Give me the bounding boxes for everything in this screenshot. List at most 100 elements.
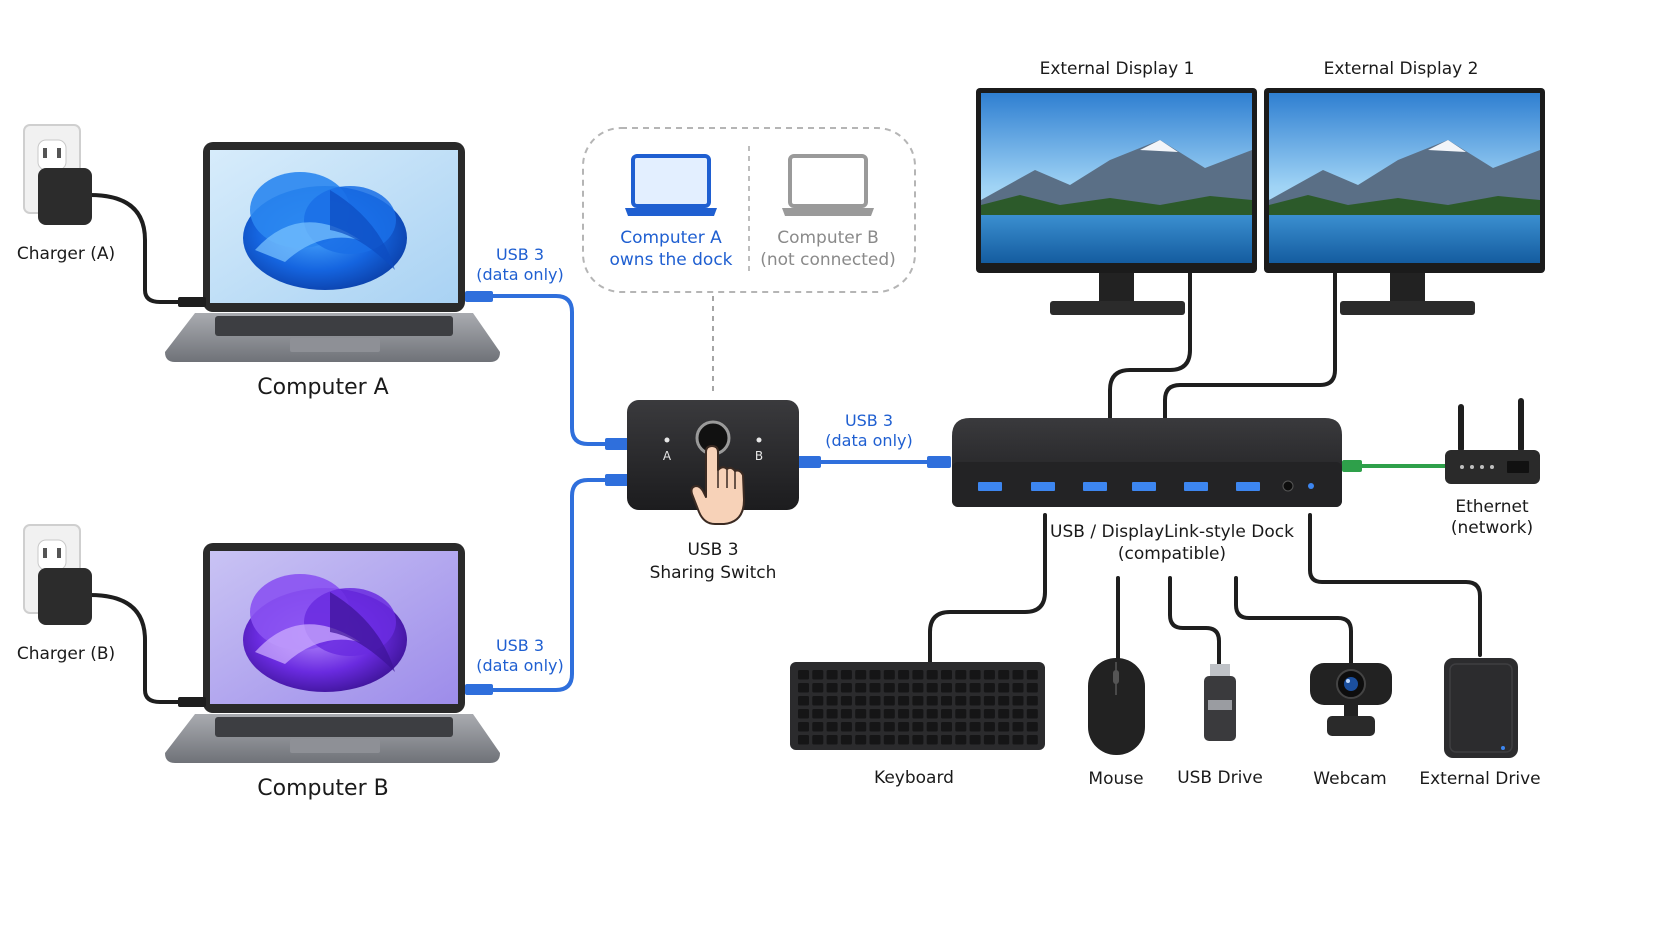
keyboard-key (926, 722, 938, 732)
keyboard-key (998, 696, 1010, 706)
laptop-b-power-plug (178, 697, 206, 707)
keyboard-key (955, 709, 967, 719)
keyboard-key (883, 709, 895, 719)
keyboard-key (898, 722, 910, 732)
computer-a-label: Computer A (257, 375, 388, 400)
keyboard-key (955, 670, 967, 680)
usb-dock-label-line1: USB 3 (845, 411, 893, 430)
webcam-cable (1234, 576, 1353, 668)
dock-ethernet-plug (1342, 460, 1362, 472)
keyboard-key (926, 683, 938, 693)
dock-usb-port (1184, 482, 1208, 491)
keyboard-key (855, 709, 867, 719)
keyboard-key (955, 683, 967, 693)
keyboard-key (969, 696, 981, 706)
keyboard-key (1012, 683, 1024, 693)
keyboard-key (969, 722, 981, 732)
display-cable-1 (1108, 270, 1192, 426)
laptop-outline-icon (782, 154, 874, 216)
keyboard-key (912, 696, 924, 706)
external-display-1: External Display 1 (976, 59, 1257, 315)
keyboard-key (955, 722, 967, 732)
keyboard-key (969, 709, 981, 719)
charger-a: Charger (A) (17, 124, 115, 264)
idle-label-line2: (not connected) (760, 250, 896, 270)
usb-b-label-line1: USB 3 (496, 636, 544, 655)
keyboard-key (798, 696, 809, 706)
dock-usb-port (1031, 482, 1055, 491)
keyboard-key (869, 670, 881, 680)
idle-label-line1: Computer B (777, 228, 879, 248)
laptop-b-keyboard (215, 717, 453, 737)
switch-plug-b (605, 474, 629, 486)
keyboard-key (941, 709, 952, 719)
usb-sharing-switch: A B USB 3 Sharing Switch (605, 400, 821, 583)
keyboard-key (883, 722, 895, 732)
keyboard-key (926, 735, 938, 745)
display-1-label: External Display 1 (1040, 59, 1195, 79)
usb-dock-label-line2: (data only) (825, 431, 912, 450)
switch-plug-out (797, 456, 821, 468)
keyboard-key (998, 670, 1010, 680)
laptop-a-power-plug (178, 297, 206, 307)
owner-label-line1: Computer A (620, 228, 722, 248)
computer-b: Computer B (165, 543, 500, 801)
keyboard-key (983, 735, 995, 745)
keyboard-key (941, 670, 952, 680)
usb-b-label: USB 3 (data only) (476, 636, 563, 675)
keyboard-key (812, 722, 824, 732)
keyboard-key (898, 696, 910, 706)
external-drive-cable (1308, 513, 1482, 657)
keyboard-key (798, 709, 809, 719)
usb-b-label-line2: (data only) (476, 656, 563, 675)
usb-cable-b (490, 478, 630, 692)
keyboard-key (898, 683, 910, 693)
laptop-b-usb-plug (465, 684, 493, 695)
switch-label-line1: USB 3 (687, 540, 738, 560)
keyboard-key (883, 735, 895, 745)
keyboard-key (798, 735, 809, 745)
switch-port-a-label: A (663, 449, 672, 463)
keyboard-key (883, 683, 895, 693)
keyboard-key (869, 696, 881, 706)
keyboard-key (826, 683, 838, 693)
display-2-landscape (1269, 93, 1540, 263)
keyboard-key (855, 683, 867, 693)
keyboard-key (926, 670, 938, 680)
dock-usb-ports (978, 482, 1260, 491)
keyboard-key (812, 670, 824, 680)
keyboard-key (812, 735, 824, 745)
keyboard-key (983, 696, 995, 706)
display-2-label: External Display 2 (1324, 59, 1479, 79)
keyboard-key (912, 670, 924, 680)
switch-plug-a (605, 438, 629, 450)
keyboard-key (983, 709, 995, 719)
laptop-a-usb-plug (465, 291, 493, 302)
keyboard-key (869, 735, 881, 745)
keyboard-key (983, 722, 995, 732)
laptop-a-keyboard (215, 316, 453, 336)
keyboard-key (826, 670, 838, 680)
dock-power-led (1308, 483, 1314, 489)
dock-label-line2: (compatible) (1118, 544, 1226, 564)
external-drive: External Drive (1419, 658, 1541, 789)
keyboard-key (941, 735, 952, 745)
switch-port-b-label: B (755, 449, 763, 463)
keyboard-key (1026, 735, 1038, 745)
keyboard-key (855, 722, 867, 732)
cables (88, 193, 1482, 704)
keyboard-key (869, 709, 881, 719)
display-1-landscape (981, 93, 1252, 263)
keyboard-key (1012, 735, 1024, 745)
keyboard-key (898, 735, 910, 745)
usb-drive: USB Drive (1177, 664, 1263, 788)
hand-pointer-icon (690, 445, 745, 525)
dock-usb-port (1132, 482, 1156, 491)
usb-drive-label: USB Drive (1177, 768, 1263, 788)
keyboard-key (1026, 670, 1038, 680)
keyboard-key (941, 683, 952, 693)
wallpaper-bloom-b (243, 574, 407, 692)
keyboard-key (826, 709, 838, 719)
keyboard: Keyboard (790, 662, 1045, 788)
keyboard-key (840, 670, 852, 680)
